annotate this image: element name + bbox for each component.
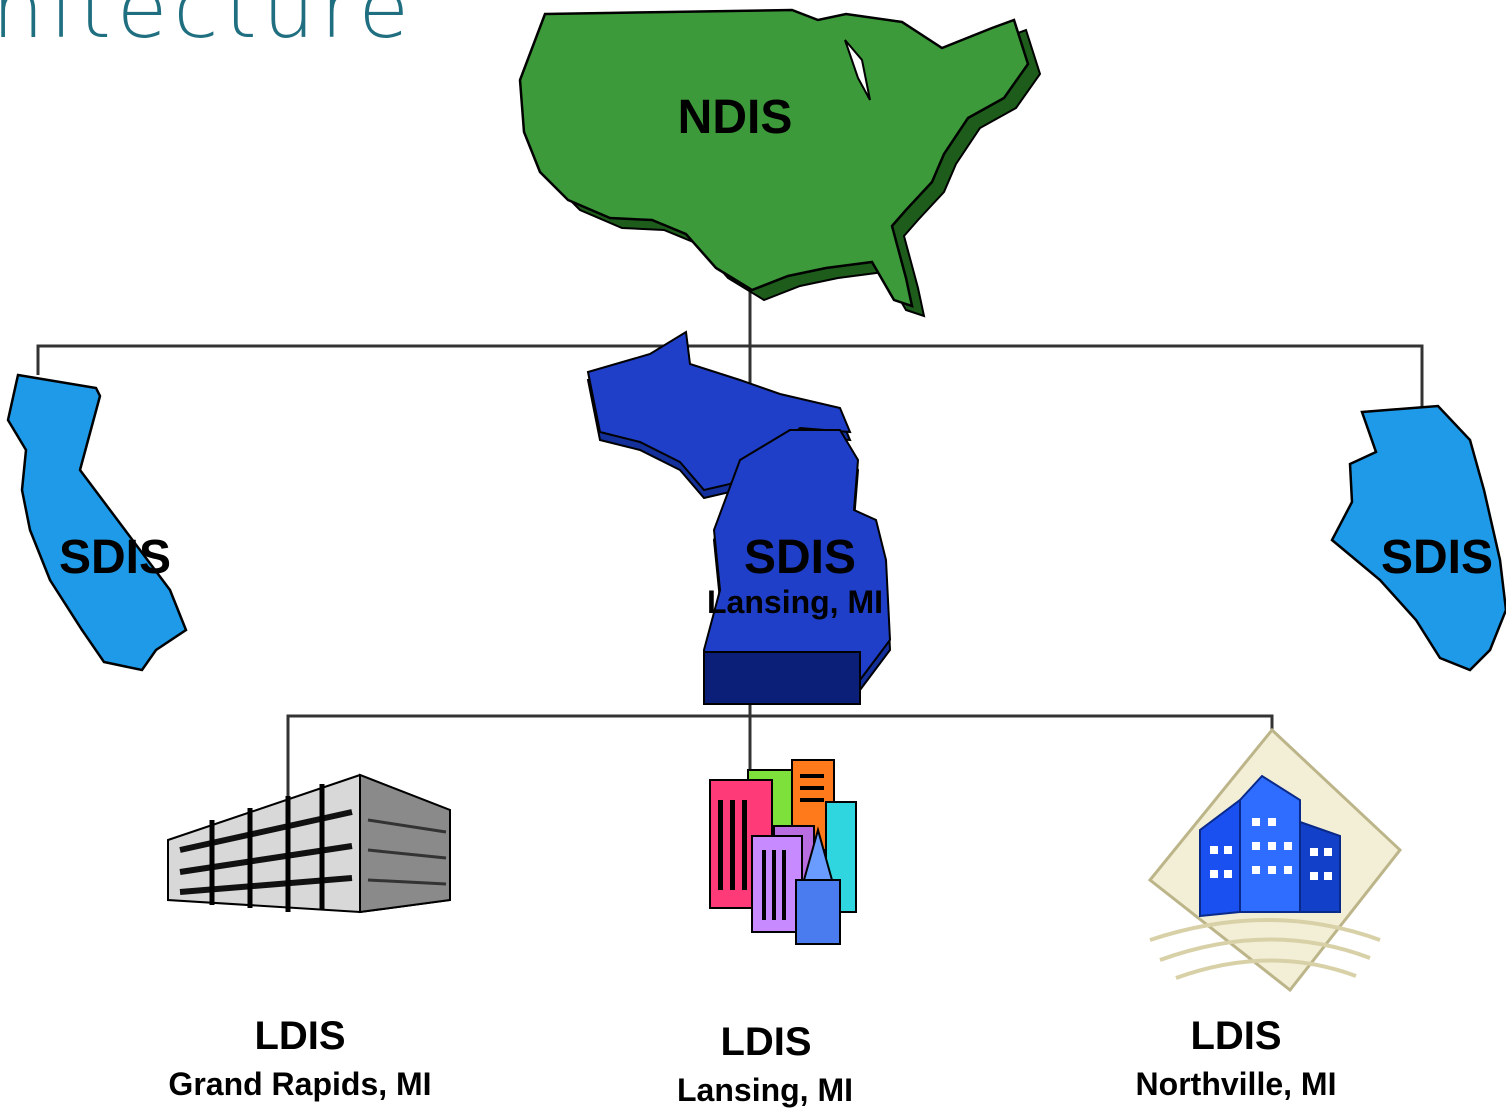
ldis-label-grand-rapids: LDIS (254, 1014, 346, 1058)
michigan-map-icon (586, 330, 892, 705)
sdis-location-michigan: Lansing, MI (707, 584, 883, 620)
blue-towers-icon (1147, 727, 1403, 993)
sdis-label-michigan: SDIS (743, 531, 857, 584)
ldis-location-northville: Northville, MI (1135, 1066, 1337, 1102)
ldis-location-lansing: Lansing, MI (677, 1072, 853, 1108)
ndis-label: NDIS (677, 91, 793, 144)
page-title: hitecture (0, 0, 415, 57)
illinois-map-icon (1330, 404, 1506, 672)
ldis-label-northville: LDIS (1190, 1014, 1282, 1058)
ldis-location-grand-rapids: Grand Rapids, MI (168, 1066, 432, 1102)
sdis-label-california: SDIS (58, 531, 172, 584)
office-building-icon (167, 773, 451, 914)
sdis-bus-line (36, 344, 1424, 410)
sdis-label-illinois: SDIS (1380, 531, 1494, 584)
usa-map-icon (518, 8, 1042, 318)
city-buildings-icon (709, 759, 857, 945)
california-map-icon (6, 373, 188, 672)
ldis-label-lansing: LDIS (720, 1020, 812, 1064)
